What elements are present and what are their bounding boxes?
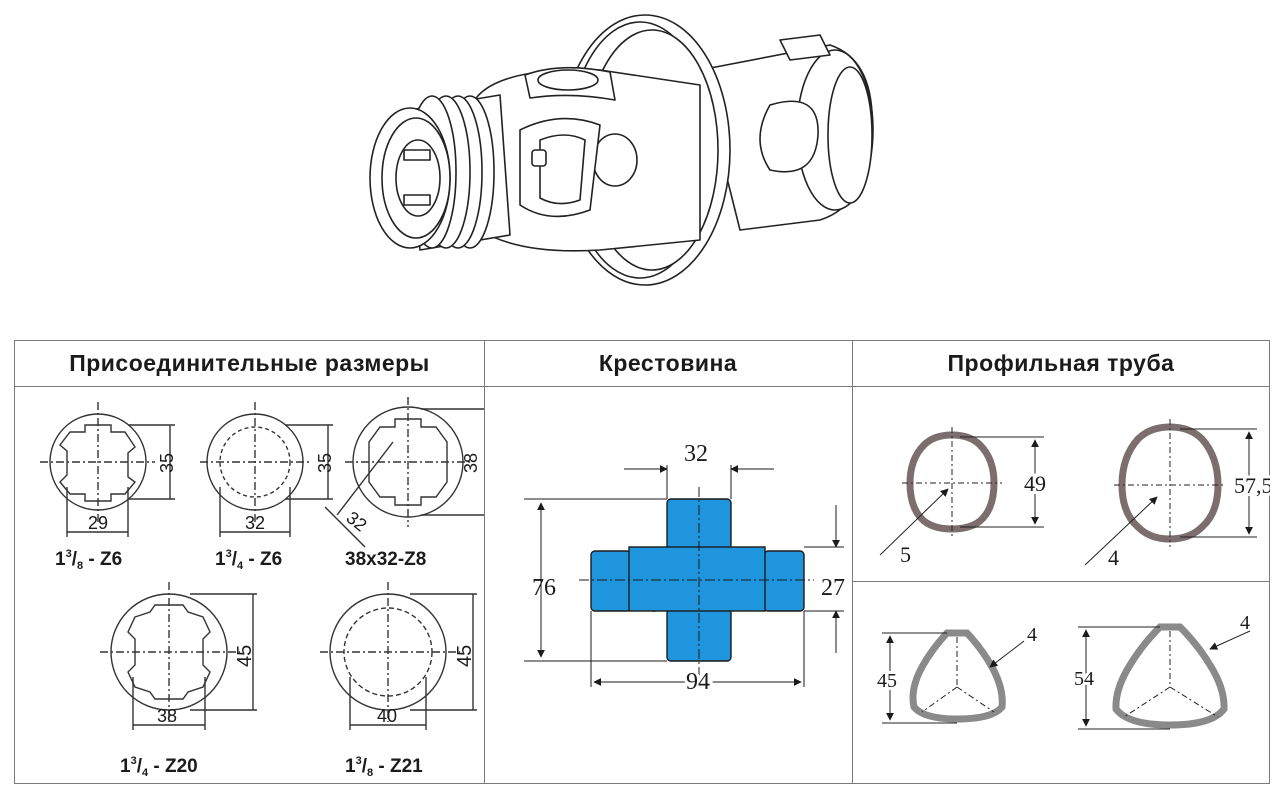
tri-large-wall: 4 <box>1240 612 1250 634</box>
tri-small-wall: 4 <box>1027 624 1037 646</box>
triangle-tube-small <box>882 629 1025 724</box>
profile-tube-panel: 49 5 57,5 4 45 4 <box>874 419 1270 730</box>
dim-h-2: 32 <box>245 513 265 533</box>
lemon-large-height: 57,5 <box>1234 473 1270 498</box>
column-divider <box>484 341 485 783</box>
spec-table: Присоединительные размеры Крестовина Про… <box>14 340 1270 784</box>
lemon-tube-large <box>1084 419 1257 566</box>
row-divider <box>852 581 1270 582</box>
profile-label-2: 13/4 - Z6 <box>215 548 282 572</box>
dim-h-5: 40 <box>377 706 397 726</box>
dim-h-1: 29 <box>88 513 108 533</box>
header-profile-tube: Профильная труба <box>852 341 1270 387</box>
cross-dim-top: 32 <box>684 441 708 467</box>
dim-v-2: 35 <box>315 453 335 473</box>
lemon-tube-small <box>879 427 1044 556</box>
header-connection-sizes: Присоединительные размеры <box>15 341 484 387</box>
spline-profile-2 <box>200 402 333 537</box>
lemon-small-height: 49 <box>1024 471 1046 496</box>
profile-label-4: 13/4 - Z20 <box>120 755 198 779</box>
dim-v-4: 45 <box>234 645 256 667</box>
dim-h-4: 38 <box>157 706 177 726</box>
dim-v-3: 38 <box>461 453 481 473</box>
header-cross: Крестовина <box>484 341 852 387</box>
cross-panel: 32 76 27 94 <box>524 441 845 698</box>
triangle-tube-large <box>1078 623 1251 730</box>
spline-profile-5 <box>320 582 477 730</box>
spline-profile-4 <box>100 582 257 730</box>
dim-h-3: 32 <box>343 507 371 535</box>
profile-label-3: 38x32-Z8 <box>345 549 426 570</box>
dim-v-5: 45 <box>454 645 476 667</box>
connection-sizes-panel: 35 29 35 32 38 32 45 38 45 40 13/8 - Z6 … <box>40 397 484 779</box>
cross-dim-right: 27 <box>821 575 845 601</box>
cross-dim-bottom: 94 <box>686 669 710 695</box>
lemon-large-wall: 4 <box>1108 545 1119 570</box>
lemon-small-wall: 5 <box>900 542 911 567</box>
profile-label-5: 13/8 - Z21 <box>345 755 423 779</box>
column-divider <box>852 341 853 783</box>
tri-large-height: 54 <box>1074 668 1094 690</box>
profile-label-1: 13/8 - Z6 <box>55 548 122 572</box>
pto-yoke-drawing <box>369 14 874 286</box>
dim-v-1: 35 <box>157 453 177 473</box>
spline-profile-1 <box>40 402 175 537</box>
cross-dim-left: 76 <box>532 575 556 601</box>
spline-profile-3 <box>324 397 484 548</box>
tri-small-height: 45 <box>877 670 897 692</box>
